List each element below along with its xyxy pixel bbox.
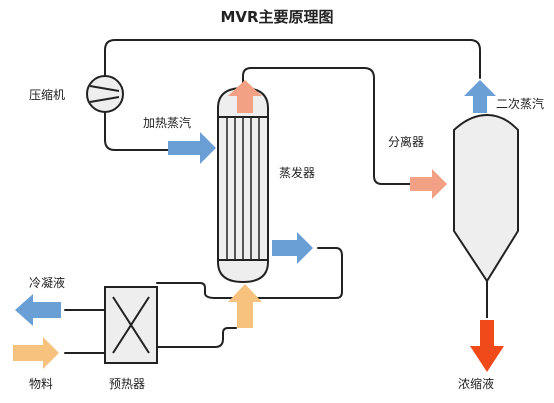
diagram-title: MVR主要原理图 (220, 8, 333, 26)
label-heating-steam: 加热蒸汽 (143, 115, 191, 130)
concentrate-arrow (470, 320, 504, 372)
compressor (86, 75, 124, 113)
secondary-steam-arrow (464, 80, 496, 113)
pipe-compressor-to-separator (104, 39, 481, 79)
condensate-arrow (15, 294, 61, 326)
label-concentrate: 浓缩液 (458, 376, 494, 391)
preheater (104, 286, 158, 364)
label-condensate: 冷凝液 (29, 275, 65, 290)
label-separator: 分离器 (388, 134, 424, 149)
label-secondary-steam: 二次蒸汽 (496, 96, 544, 111)
evaporator-vapor-arrow (228, 80, 262, 113)
compressor-symbol (89, 85, 120, 103)
pipe-compressor-to-evaporator (104, 111, 169, 151)
heating-steam-arrow (168, 132, 216, 164)
separator-inlet-arrow (410, 169, 447, 199)
evaporator (217, 86, 269, 284)
pipe-preheater-to-evaporator (156, 327, 237, 348)
feed-arrow (13, 337, 59, 369)
separator (453, 113, 519, 318)
label-evaporator: 蒸发器 (279, 165, 315, 180)
pipe-evaporator-to-preheater (156, 247, 343, 299)
label-preheater: 预热器 (109, 377, 145, 391)
pipes (64, 39, 481, 354)
label-feed: 物料 (29, 377, 53, 391)
pipe-evaporator-to-separator (242, 67, 411, 185)
preheater-cross (112, 296, 150, 354)
evaporator-feed-arrow (228, 284, 262, 328)
evaporator-tubes (226, 117, 260, 260)
evaporator-outlet-arrow (272, 232, 313, 264)
compressor-body (86, 75, 124, 113)
separator-vessel (453, 113, 519, 283)
label-compressor: 压缩机 (29, 87, 65, 102)
